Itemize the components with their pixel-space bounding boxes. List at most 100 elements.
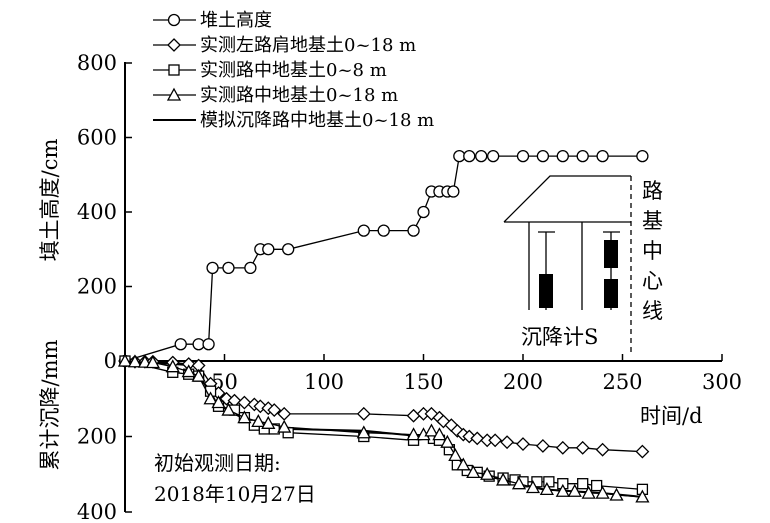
settlement-gauge-block-left [539,274,553,308]
x-axis-title: 时间/d [640,404,703,428]
legend-label: 实测左路肩地基土0~18 m [200,35,416,56]
legend-item-fill-height: 堆土高度 [153,10,272,31]
data-point-fill-height [576,149,589,163]
centerline-char-3: 中 [642,239,663,263]
data-point-center-0-8m [577,478,589,490]
data-point-center-0-18m [581,485,596,499]
y-bottom-tick-label: 200 [77,425,117,449]
data-point-center-0-18m [609,487,624,501]
centerline-char-1: 路 [642,179,663,203]
data-point-left-shoulder-0-18m [595,442,610,457]
legend-label: 模拟沉降路中地基土0~18 m [200,110,434,131]
legend-item-center-0-18m: 实测路中地基土0~18 m [153,85,398,106]
data-point-left-shoulder-0-18m [488,433,503,448]
data-point-left-shoulder-0-18m [535,439,550,453]
data-point-left-shoulder-0-18m [635,444,650,459]
x-tick-label: 250 [602,370,642,394]
data-point-center-0-18m [251,414,266,428]
data-point-left-shoulder-0-18m [356,406,371,421]
data-point-center-0-18m [203,391,218,405]
x-tick-label: 150 [403,370,443,394]
x-tick-label: 300 [702,370,742,394]
data-point-center-0-18m [595,485,610,499]
data-point-center-0-18m [635,489,650,503]
y-top-tick-label: 600 [77,126,117,150]
data-point-center-0-18m [117,353,133,367]
y-top-tick-label: 200 [77,275,117,299]
data-point-left-shoulder-0-18m [470,431,485,446]
data-point-center-0-18m [466,465,481,479]
centerline-char-5: 线 [642,299,663,323]
data-point-center-0-8m [590,479,603,492]
data-point-left-shoulder-0-18m [267,403,282,417]
data-point-center-0-18m [432,427,447,441]
settlement-gauge-block-right-lower [604,279,618,308]
series-fill-height [118,149,649,368]
data-point-center-0-18m [440,434,455,448]
series-layer [117,149,650,503]
legend-label: 实测路中地基土0~18 m [200,85,398,106]
y-top-tick-label: 400 [77,200,117,224]
legend-marker-triangle [166,87,182,101]
data-point-center-0-18m [145,355,160,369]
data-point-fill-height [596,149,609,163]
data-point-fill-height [174,338,187,351]
data-point-fill-height [417,205,430,219]
data-point-center-0-18m [211,395,226,409]
data-point-fill-height [407,224,420,237]
centerline-char-4: 心 [642,269,663,293]
data-point-center-0-18m [127,354,143,368]
start-date-line1: 初始观测日期: [154,451,281,475]
data-point-fill-height [516,149,530,163]
start-date-line2: 2018年10月27日 [154,482,316,506]
legend-marker-circle [167,13,181,27]
data-point-fill-height [202,338,215,351]
data-point-left-shoulder-0-18m [237,395,252,410]
data-point-fill-height [475,149,488,163]
settlement-gauge-label: 沉降计S [521,325,598,349]
y-axis-title-top: 填土高度/cm [38,139,62,262]
inset-diagram: 路 基 中 心 线 沉降计S [503,175,663,352]
y-axis-title-bottom: 累计沉降/mm [38,339,62,470]
data-point-fill-height [222,261,235,275]
data-point-center-0-18m [567,483,582,497]
data-point-left-shoulder-0-18m [406,408,421,423]
data-point-center-0-18m [424,423,439,437]
data-point-fill-height [556,149,569,163]
y-top-tick-label: 0 [104,349,117,373]
data-point-left-shoulder-0-18m [500,435,514,450]
data-point-center-0-18m [448,448,463,462]
data-point-center-0-18m [511,476,527,490]
data-point-fill-height [447,185,460,198]
data-point-center-0-18m [480,466,495,480]
legend-label: 堆土高度 [200,10,272,31]
data-point-left-shoulder-0-18m [575,440,590,455]
data-point-left-shoulder-0-18m [516,437,530,451]
data-point-fill-height [536,149,550,163]
data-point-center-0-8m [531,476,543,488]
data-point-fill-height [357,224,370,237]
data-point-left-shoulder-0-18m [555,440,570,455]
data-point-fill-height [486,149,500,163]
data-point-center-0-18m [261,415,276,429]
data-point-center-0-18m [555,483,570,497]
data-point-fill-height [636,149,649,163]
data-point-center-0-18m [181,364,196,378]
data-point-fill-height [244,261,257,275]
data-point-fill-height [282,243,295,256]
legend-marker-diamond [167,38,181,52]
legend-label: 实测路中地基土0~8 m [200,60,387,81]
data-point-center-0-18m [277,419,292,433]
data-point-center-0-18m [456,457,471,471]
legend-item-left-shoulder-0-18m: 实测左路肩地基土0~18 m [153,35,416,56]
axis-ticks [125,62,723,513]
series-line-fill-height [124,155,643,362]
data-point-fill-height [206,261,219,275]
data-point-center-0-18m [237,410,252,424]
data-point-center-0-18m [356,425,371,439]
data-point-fill-height [463,149,476,163]
y-top-tick-label: 800 [77,51,117,75]
